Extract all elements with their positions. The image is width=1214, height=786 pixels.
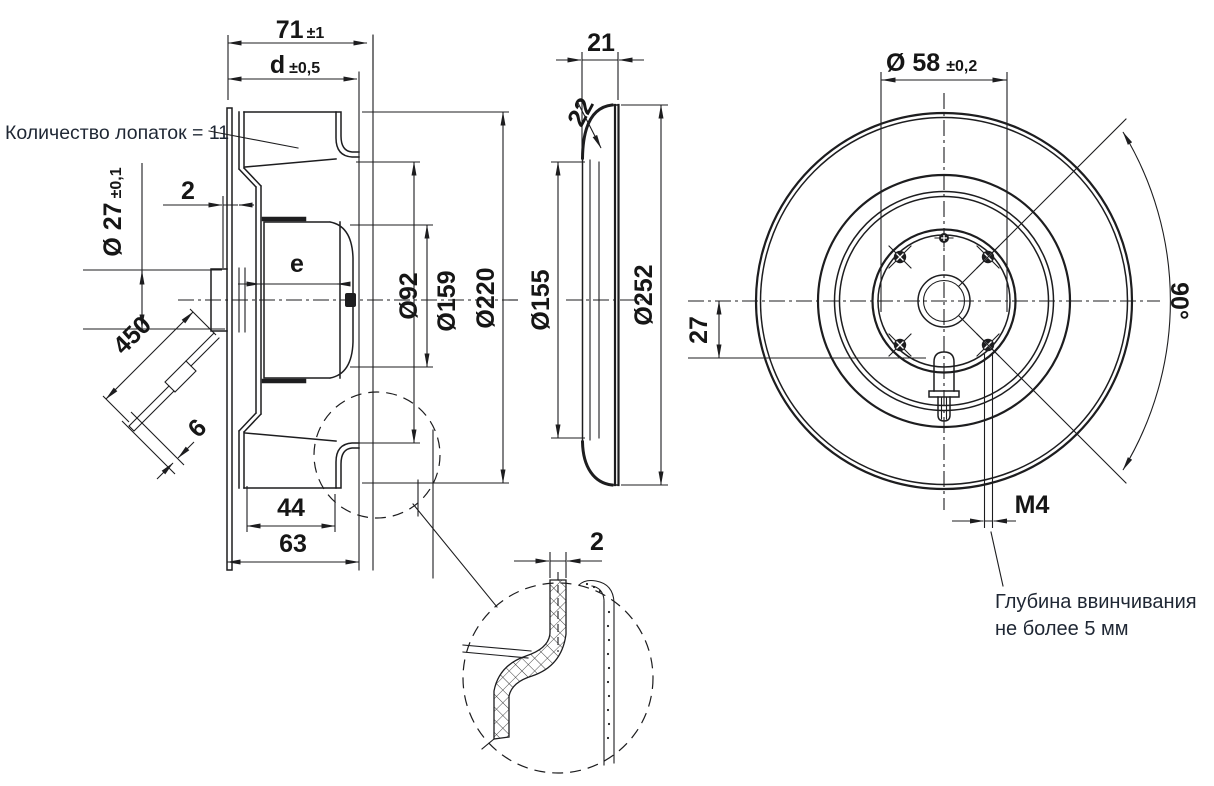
front-view: Ø 58 ±0,2 27 90° M4 Глубина ввинчивания н… — [685, 49, 1197, 640]
screw-depth-note-line1: Глубина ввинчивания — [995, 591, 1197, 613]
bearing-boss — [210, 268, 228, 332]
inlet-bell-curve — [580, 103, 614, 487]
detail-view: 2 — [462, 528, 654, 774]
dim-motor-dia-92: Ø92 — [350, 224, 433, 368]
gasket-stipple-dots — [585, 582, 611, 740]
gasket-strip-section — [578, 579, 615, 766]
housing-front-panel — [358, 34, 434, 579]
screw-hole-icon — [888, 245, 912, 269]
cable-gland — [928, 351, 960, 422]
svg-text:Ø 58±0,2: Ø 58 ±0,2 — [886, 49, 977, 77]
dim-value: 2 — [181, 177, 195, 205]
dim-value: Ø159 — [433, 270, 461, 331]
detail-boundary-circle — [462, 582, 654, 774]
dim-value: 27 — [685, 316, 713, 344]
shaft-hole-inner — [922, 279, 966, 323]
blade-count-leader — [208, 130, 299, 149]
impeller-blade-top — [243, 111, 360, 168]
dim-flange-width-21: 21 — [556, 29, 644, 154]
screw-depth-note-line2: не более 5 мм — [995, 618, 1129, 640]
mounting-wall — [226, 107, 233, 571]
dim-inlet-depth-44: 44 — [246, 486, 336, 532]
left-section-view: 71±1 d±0,5 2 Ø 27 ±0,1 e — [5, 16, 520, 608]
dim-impeller-dia-220: Ø220 — [362, 111, 509, 484]
dim-value: Ø92 — [395, 272, 423, 319]
dim-wall-thickness-2: 2 — [514, 528, 604, 578]
dim-value: d — [270, 51, 285, 79]
blade-count-annotation: Количество лопаток = 11 — [5, 122, 299, 149]
housing-wall-edge — [462, 644, 532, 659]
dim-total-depth-71: 71±1 — [227, 16, 374, 100]
dim-value: Ø 58 — [886, 49, 940, 77]
dim-boss-dia-27: Ø 27 ±0,1 — [83, 163, 225, 330]
impeller-blade-bottom — [243, 432, 360, 489]
svg-text:71±1: 71±1 — [276, 16, 325, 44]
blade-count-label: Количество лопаток = 11 — [5, 122, 229, 144]
wall-foot — [481, 738, 495, 750]
side-profile-view: 21 22 Ø155 Ø252 — [527, 29, 668, 487]
dim-tolerance: ±0,5 — [289, 60, 320, 77]
screw-hole-icon — [888, 333, 912, 357]
dim-housing-depth-63: 63 — [226, 530, 360, 565]
dim-tolerance: ±0,1 — [108, 167, 125, 198]
dim-tolerance: ±1 — [307, 25, 325, 42]
dim-value: 44 — [277, 494, 305, 522]
impeller-back-disc — [237, 111, 263, 489]
dim-value: M4 — [1015, 491, 1050, 519]
dim-value: Ø155 — [527, 269, 555, 330]
svg-text:d±0,5: d±0,5 — [270, 51, 320, 79]
screw-depth-annotation: Глубина ввинчивания не более 5 мм — [990, 531, 1197, 640]
hatched-wall-section — [493, 579, 567, 740]
shaft-end — [345, 293, 356, 307]
dim-wall-clearance-2: 2 — [163, 177, 254, 268]
dim-impeller-depth-d: d±0,5 — [227, 51, 358, 82]
dim-cable-dia-6: 6 — [121, 411, 213, 480]
dim-value: Ø 27 — [99, 202, 127, 256]
dim-value: e — [290, 250, 304, 278]
detail-marker-circle — [313, 391, 441, 519]
dim-outer-dia-252: Ø252 — [621, 104, 668, 486]
dim-value: Ø252 — [630, 264, 658, 325]
balance-mark-icon — [934, 228, 954, 248]
dim-value: 63 — [279, 530, 307, 558]
dim-inlet-dia-155: Ø155 — [527, 161, 585, 439]
dim-value: 90° — [1165, 282, 1193, 320]
dim-cable-offset-27: 27 — [685, 300, 926, 359]
dim-value: 2 — [590, 528, 604, 556]
dim-value: 21 — [587, 29, 615, 57]
detail-leader-line — [412, 503, 498, 608]
svg-text:Ø 27±0,1: Ø 27 ±0,1 — [99, 167, 127, 256]
flange-ring-section — [580, 103, 620, 487]
dim-thread-m4: M4 — [952, 354, 1049, 528]
dim-value: 71 — [276, 16, 304, 44]
note-leader — [990, 531, 1004, 587]
dim-value: 450 — [108, 311, 157, 360]
dim-mount-angle-90: 90° — [958, 118, 1193, 484]
shaft-hole-outer — [917, 274, 971, 328]
motor — [261, 216, 356, 384]
dim-inlet-dia-159: Ø159 — [352, 161, 461, 444]
dim-motor-offset-e: e — [238, 250, 351, 287]
dim-tolerance: ±0,2 — [946, 58, 977, 75]
dim-value: 6 — [183, 414, 213, 444]
dim-bolt-circle-58: Ø 58 ±0,2 — [880, 49, 1008, 312]
power-cable — [128, 332, 220, 432]
dim-value: Ø220 — [472, 267, 500, 328]
dim-value: 22 — [562, 93, 600, 131]
